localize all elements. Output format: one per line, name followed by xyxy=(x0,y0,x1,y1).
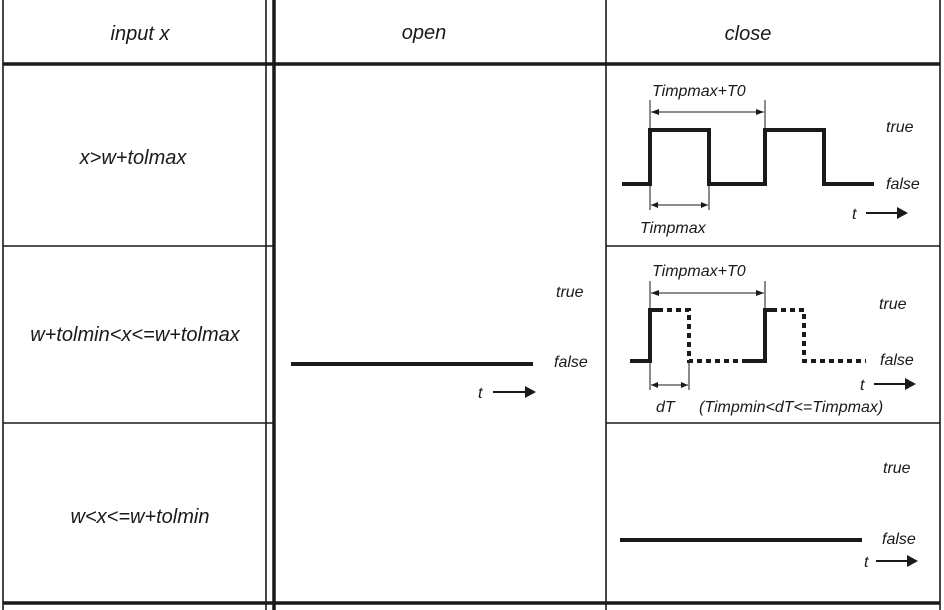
close-row-2-signal: Timpmax+T0 dT (Timpmin<dT<=Timpmax) true… xyxy=(630,263,916,416)
close-row-1-time-arrow xyxy=(866,207,908,219)
close-row-2-true-label: true xyxy=(879,296,907,313)
close-row-3-time-arrow xyxy=(876,555,918,567)
close-row-3-true-label: true xyxy=(883,460,911,477)
close-row-1-time-label: t xyxy=(852,206,857,223)
close-row-2-pulse-1 xyxy=(630,308,658,363)
close-row-2-dotted-2 xyxy=(772,308,866,363)
close-row-2-false-label: false xyxy=(880,352,914,369)
open-false-label: false xyxy=(554,354,588,371)
close-row-2-pulse-2 xyxy=(744,308,772,363)
close-row-1-signal: Timpmax+T0 Timpmax true false t xyxy=(622,83,920,237)
header-close: close xyxy=(725,23,772,45)
open-true-label: true xyxy=(556,284,584,301)
close-row-2-constraint-label: (Timpmin<dT<=Timpmax) xyxy=(699,399,883,416)
close-row-2-dotted-1 xyxy=(658,308,744,363)
condition-row-2: w+tolmin<x<=w+tolmax xyxy=(30,324,241,346)
close-row-2-period-dimension xyxy=(649,281,766,308)
close-row-2-dt-dimension xyxy=(649,363,690,390)
close-row-3-signal: true false t xyxy=(620,460,918,571)
close-row-1-pulse-label: Timpmax xyxy=(640,220,707,237)
close-row-3-time-label: t xyxy=(864,554,869,571)
close-row-2-time-label: t xyxy=(860,377,865,394)
header-open: open xyxy=(402,22,447,44)
close-row-3-false-label: false xyxy=(882,531,916,548)
condition-row-1: x>w+tolmax xyxy=(79,147,188,169)
close-row-1-true-label: true xyxy=(886,119,914,136)
open-signal: true false t xyxy=(291,284,588,402)
open-time-arrow xyxy=(493,386,536,398)
condition-row-3: w<x<=w+tolmin xyxy=(71,506,210,528)
close-row-2-period-label: Timpmax+T0 xyxy=(652,263,746,280)
close-row-1-pulse-train xyxy=(622,128,874,186)
open-time-label: t xyxy=(478,385,483,402)
header-input: input x xyxy=(111,23,171,45)
close-row-1-false-label: false xyxy=(886,176,920,193)
close-row-1-period-dimension xyxy=(649,100,766,128)
close-row-2-time-arrow xyxy=(874,378,916,390)
close-row-1-period-label: Timpmax+T0 xyxy=(652,83,746,100)
close-row-1-pulse-dimension xyxy=(649,186,710,210)
close-row-2-dt-label: dT xyxy=(656,399,676,416)
